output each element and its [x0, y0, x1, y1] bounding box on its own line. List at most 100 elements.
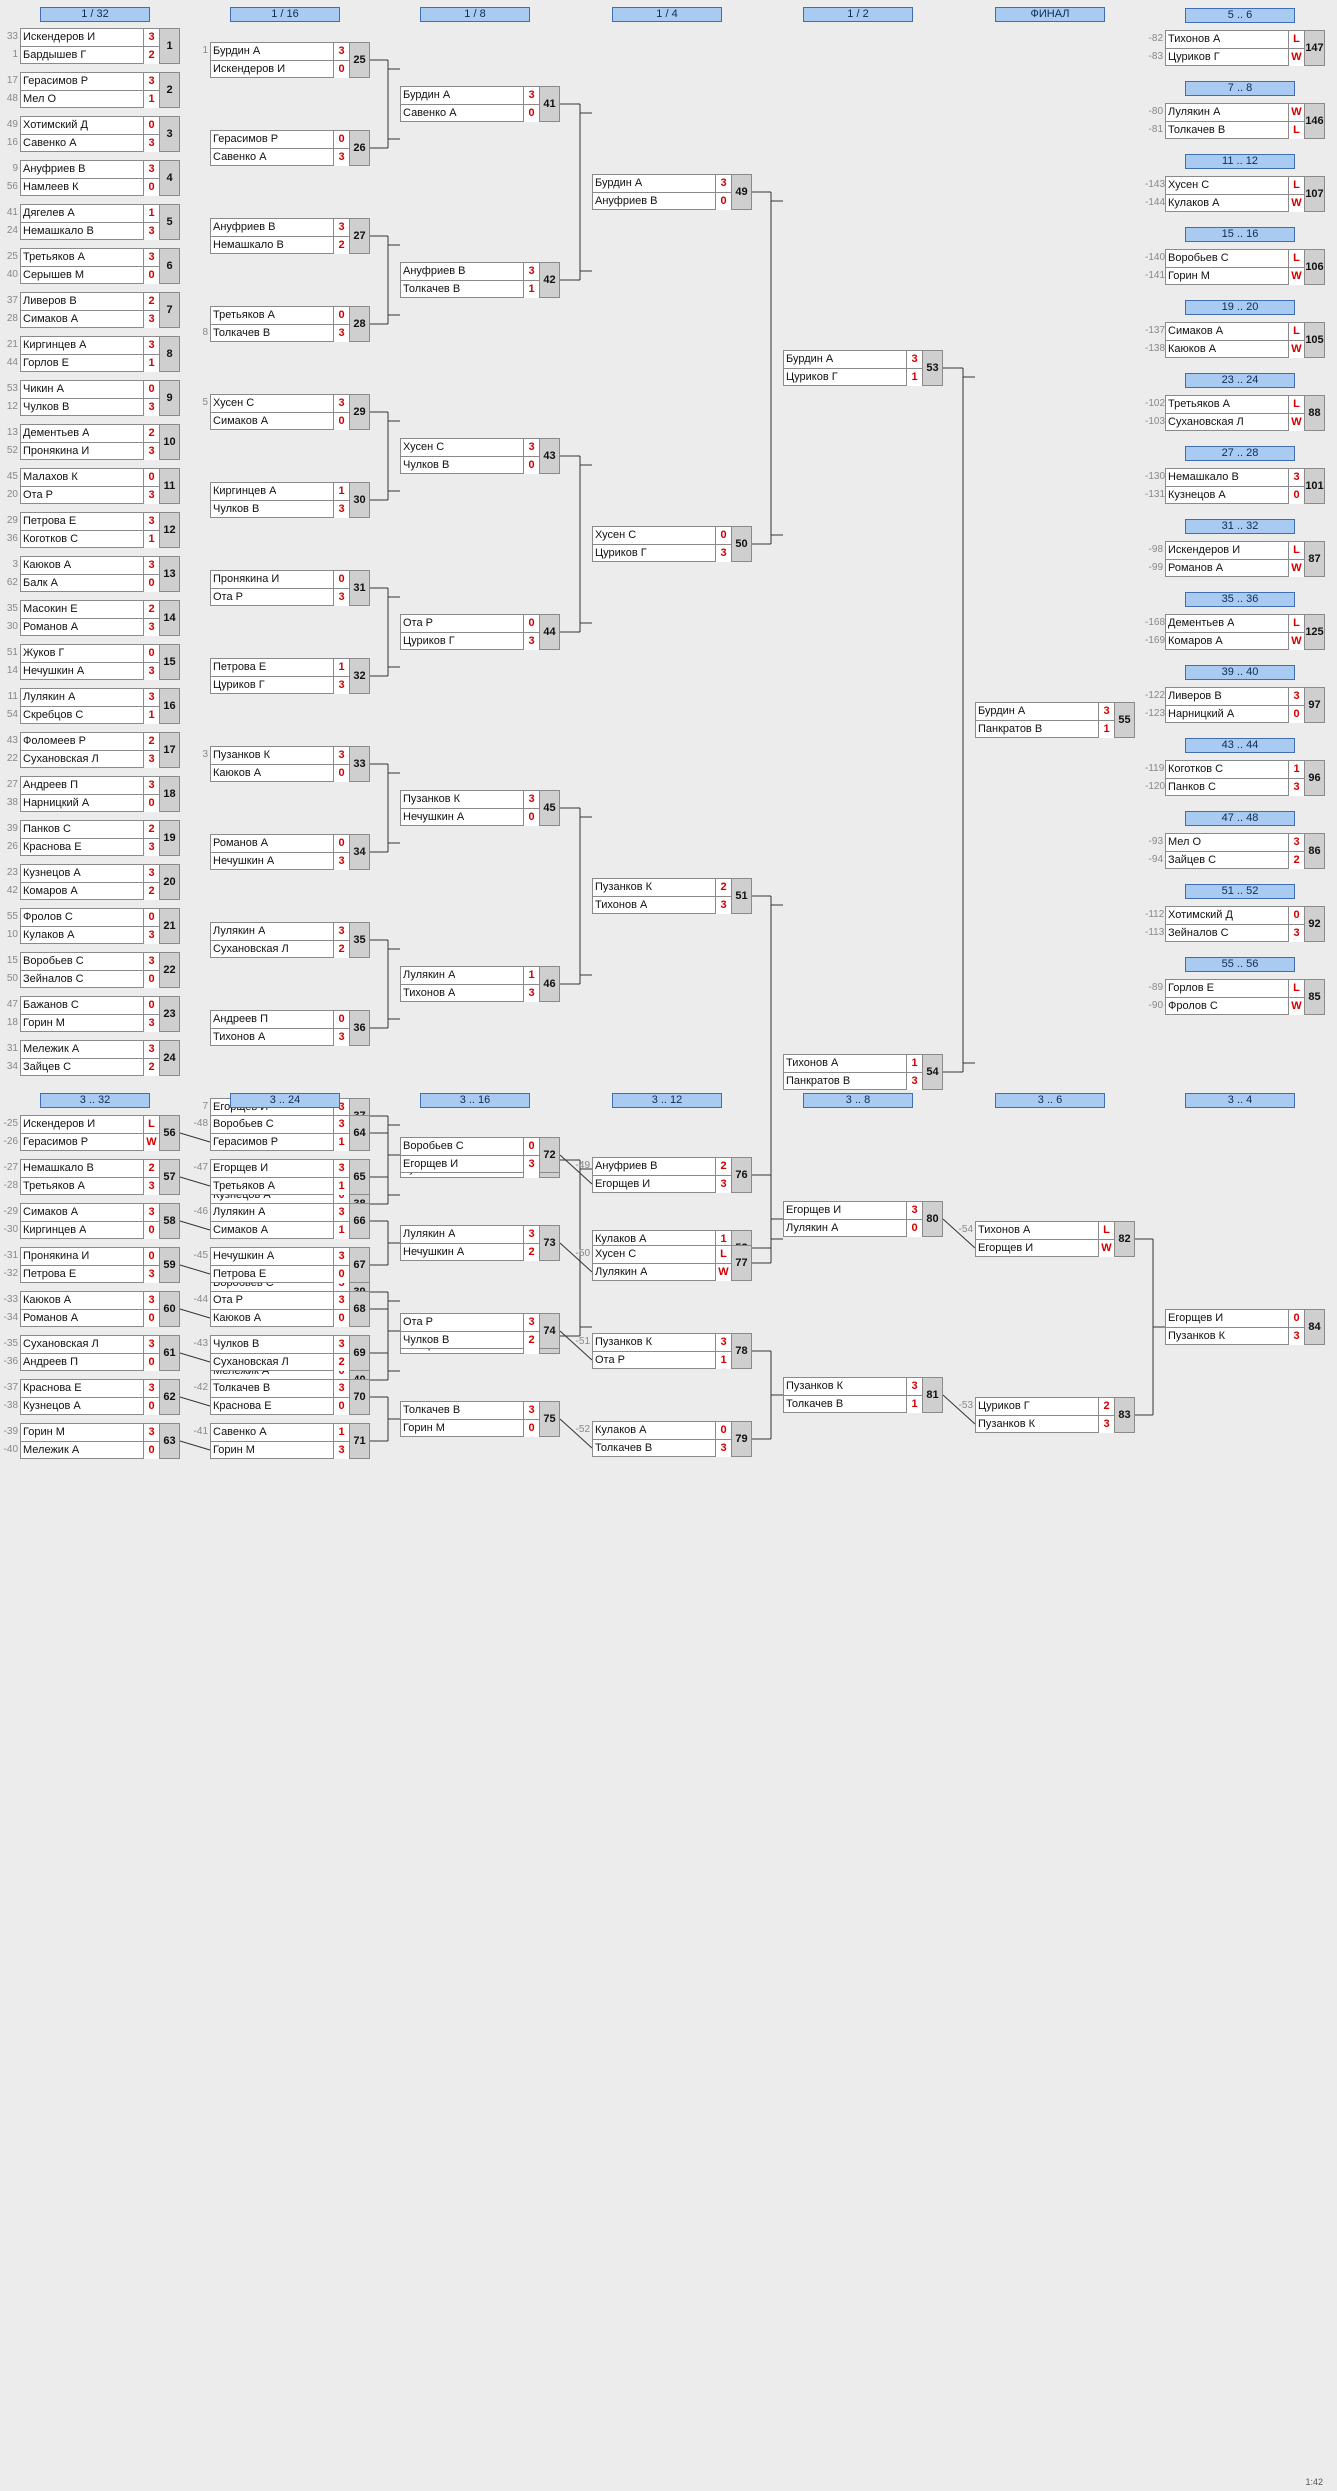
- player-row[interactable]: Симаков А0: [210, 412, 350, 430]
- match-75[interactable]: Толкачев В3Горин М075: [400, 1401, 560, 1437]
- match-7[interactable]: Ливеров В2Симаков А37: [20, 292, 180, 328]
- player-row[interactable]: Лулякин А3: [400, 1225, 540, 1243]
- match-88[interactable]: Третьяков АLСухановская ЛW88: [1165, 395, 1325, 431]
- match-85[interactable]: Горлов ЕLФролов СW85: [1165, 979, 1325, 1015]
- match-76[interactable]: Ануфриев В2Егорщев И376: [592, 1157, 752, 1193]
- player-row[interactable]: Симаков АL: [1165, 322, 1305, 340]
- player-row[interactable]: Лулякин А1: [400, 966, 540, 984]
- player-row[interactable]: Герасимов Р0: [210, 130, 350, 148]
- player-row[interactable]: Лулякин А3: [210, 922, 350, 940]
- player-row[interactable]: Чикин А0: [20, 380, 160, 398]
- player-row[interactable]: Сухановская Л2: [210, 940, 350, 958]
- player-row[interactable]: Киргинцев А3: [20, 336, 160, 354]
- player-row[interactable]: Ота Р3: [210, 1291, 350, 1309]
- player-row[interactable]: Хусен С3: [210, 394, 350, 412]
- match-87[interactable]: Искендеров ИLРоманов АW87: [1165, 541, 1325, 577]
- match-45[interactable]: Пузанков К3Нечушкин А045: [400, 790, 560, 826]
- player-row[interactable]: Сухановская Л2: [210, 1353, 350, 1371]
- player-row[interactable]: Каюков А0: [210, 1309, 350, 1327]
- player-row[interactable]: Краснова Е3: [20, 1379, 160, 1397]
- player-row[interactable]: Намлеев К0: [20, 178, 160, 196]
- player-row[interactable]: Цуриков Г2: [975, 1397, 1115, 1415]
- player-row[interactable]: Хусен СL: [592, 1245, 732, 1263]
- player-row[interactable]: Тихонов А1: [783, 1054, 923, 1072]
- player-row[interactable]: Хотимский Д0: [1165, 906, 1305, 924]
- player-row[interactable]: Кулаков А0: [592, 1421, 732, 1439]
- match-11[interactable]: Малахов К0Ота Р311: [20, 468, 180, 504]
- player-row[interactable]: Герасимов Р3: [20, 72, 160, 90]
- match-44[interactable]: Ота Р0Цуриков Г344: [400, 614, 560, 650]
- player-row[interactable]: Ануфриев В3: [20, 160, 160, 178]
- match-5[interactable]: Дягелев А1Немашкало В35: [20, 204, 180, 240]
- player-row[interactable]: Тихонов А3: [400, 984, 540, 1002]
- match-41[interactable]: Бурдин А3Савенко А041: [400, 86, 560, 122]
- player-row[interactable]: Бурдин А3: [210, 42, 350, 60]
- player-row[interactable]: Лулякин А3: [210, 1203, 350, 1221]
- player-row[interactable]: Серышев М0: [20, 266, 160, 284]
- player-row[interactable]: Чулков В0: [400, 456, 540, 474]
- player-row[interactable]: Фоломеев Р2: [20, 732, 160, 750]
- player-row[interactable]: Лулякин А0: [783, 1219, 923, 1237]
- player-row[interactable]: Кулаков АW: [1165, 194, 1305, 212]
- match-147[interactable]: Тихонов АLЦуриков ГW147: [1165, 30, 1325, 66]
- match-25[interactable]: Бурдин А3Искендеров И025: [210, 42, 370, 78]
- player-row[interactable]: Горин МW: [1165, 267, 1305, 285]
- player-row[interactable]: Дементьев АL: [1165, 614, 1305, 632]
- match-4[interactable]: Ануфриев В3Намлеев К04: [20, 160, 180, 196]
- player-row[interactable]: Кузнецов А3: [20, 864, 160, 882]
- player-row[interactable]: Ливеров В2: [20, 292, 160, 310]
- player-row[interactable]: Нечушкин А3: [210, 1247, 350, 1265]
- match-23[interactable]: Бажанов С0Горин М323: [20, 996, 180, 1032]
- match-56[interactable]: Искендеров ИLГерасимов РW56: [20, 1115, 180, 1151]
- match-59[interactable]: Пронякина И0Петрова Е359: [20, 1247, 180, 1283]
- player-row[interactable]: Савенко А3: [210, 148, 350, 166]
- player-row[interactable]: Ануфриев В3: [400, 262, 540, 280]
- match-14[interactable]: Масокин Е2Романов А314: [20, 600, 180, 636]
- match-96[interactable]: Коготков С1Панков С396: [1165, 760, 1325, 796]
- player-row[interactable]: Чулков В3: [210, 1335, 350, 1353]
- player-row[interactable]: Панков С3: [1165, 778, 1305, 796]
- player-row[interactable]: Лулякин А3: [20, 688, 160, 706]
- player-row[interactable]: Мележик А0: [20, 1441, 160, 1459]
- match-54[interactable]: Тихонов А1Панкратов В354: [783, 1054, 943, 1090]
- player-row[interactable]: Горин М0: [400, 1419, 540, 1437]
- match-9[interactable]: Чикин А0Чулков В39: [20, 380, 180, 416]
- match-55[interactable]: Бурдин А3Панкратов В155: [975, 702, 1135, 738]
- player-row[interactable]: Коготков С1: [20, 530, 160, 548]
- match-21[interactable]: Фролов С0Кулаков А321: [20, 908, 180, 944]
- player-row[interactable]: Горлов Е1: [20, 354, 160, 372]
- player-row[interactable]: Ануфриев В0: [592, 192, 732, 210]
- player-row[interactable]: Савенко А1: [210, 1423, 350, 1441]
- match-83[interactable]: Цуриков Г2Пузанков К383: [975, 1397, 1135, 1433]
- player-row[interactable]: Горин М3: [20, 1014, 160, 1032]
- player-row[interactable]: Ливеров В3: [1165, 687, 1305, 705]
- player-row[interactable]: Фролов СW: [1165, 997, 1305, 1015]
- match-57[interactable]: Немашкало В2Третьяков А357: [20, 1159, 180, 1195]
- match-82[interactable]: Тихонов АLЕгорщев ИW82: [975, 1221, 1135, 1257]
- player-row[interactable]: Бурдин А3: [592, 174, 732, 192]
- player-row[interactable]: Искендеров ИL: [1165, 541, 1305, 559]
- match-53[interactable]: Бурдин А3Цуриков Г153: [783, 350, 943, 386]
- match-106[interactable]: Воробьев СLГорин МW106: [1165, 249, 1325, 285]
- match-107[interactable]: Хусен СLКулаков АW107: [1165, 176, 1325, 212]
- match-22[interactable]: Воробьев С3Зейналов С022: [20, 952, 180, 988]
- match-24[interactable]: Мележик А3Зайцев С224: [20, 1040, 180, 1076]
- match-46[interactable]: Лулякин А1Тихонов А346: [400, 966, 560, 1002]
- player-row[interactable]: Романов А3: [20, 618, 160, 636]
- player-row[interactable]: Цуриков Г3: [592, 544, 732, 562]
- player-row[interactable]: Хотимский Д0: [20, 116, 160, 134]
- player-row[interactable]: Егорщев И3: [210, 1159, 350, 1177]
- player-row[interactable]: Зейналов С3: [1165, 924, 1305, 942]
- player-row[interactable]: Пузанков К3: [783, 1377, 923, 1395]
- player-row[interactable]: Андреев П3: [20, 776, 160, 794]
- match-30[interactable]: Киргинцев А1Чулков В330: [210, 482, 370, 518]
- match-13[interactable]: Каюков А3Балк А013: [20, 556, 180, 592]
- match-35[interactable]: Лулякин А3Сухановская Л235: [210, 922, 370, 958]
- player-row[interactable]: Егорщев И3: [783, 1201, 923, 1219]
- match-49[interactable]: Бурдин А3Ануфриев В049: [592, 174, 752, 210]
- player-row[interactable]: Тихонов АL: [1165, 30, 1305, 48]
- player-row[interactable]: Дементьев А2: [20, 424, 160, 442]
- match-101[interactable]: Немашкало В3Кузнецов А0101: [1165, 468, 1325, 504]
- player-row[interactable]: Зайцев С2: [20, 1058, 160, 1076]
- match-70[interactable]: Толкачев В3Краснова Е070: [210, 1379, 370, 1415]
